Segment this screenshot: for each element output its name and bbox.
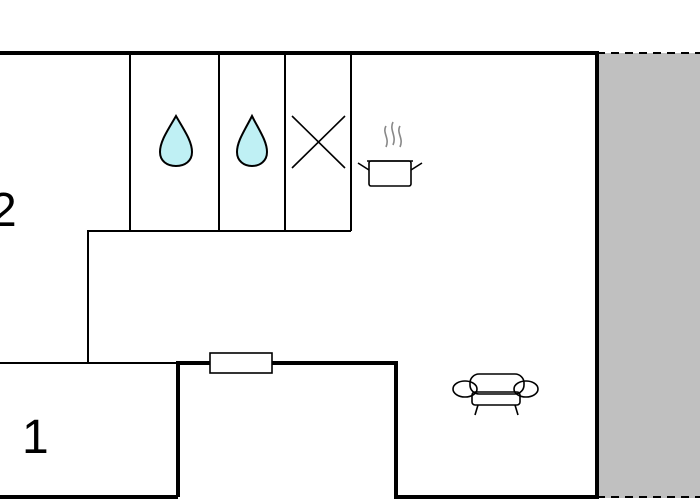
room-label-1: 1 <box>22 411 49 464</box>
compartment-walls <box>129 53 352 231</box>
cross-icon <box>291 115 346 169</box>
terrace-dashed-edge <box>597 52 700 498</box>
interior-wall <box>87 230 351 363</box>
cooking-pot-icon <box>357 121 423 187</box>
outer-wall <box>0 51 599 499</box>
terrace-area <box>597 53 700 498</box>
window-icon <box>209 352 273 374</box>
sofa-icon <box>452 373 539 416</box>
water-drop-icon <box>158 113 194 168</box>
room-label-2: 2 <box>0 184 17 237</box>
water-drop-icon <box>235 113 269 168</box>
